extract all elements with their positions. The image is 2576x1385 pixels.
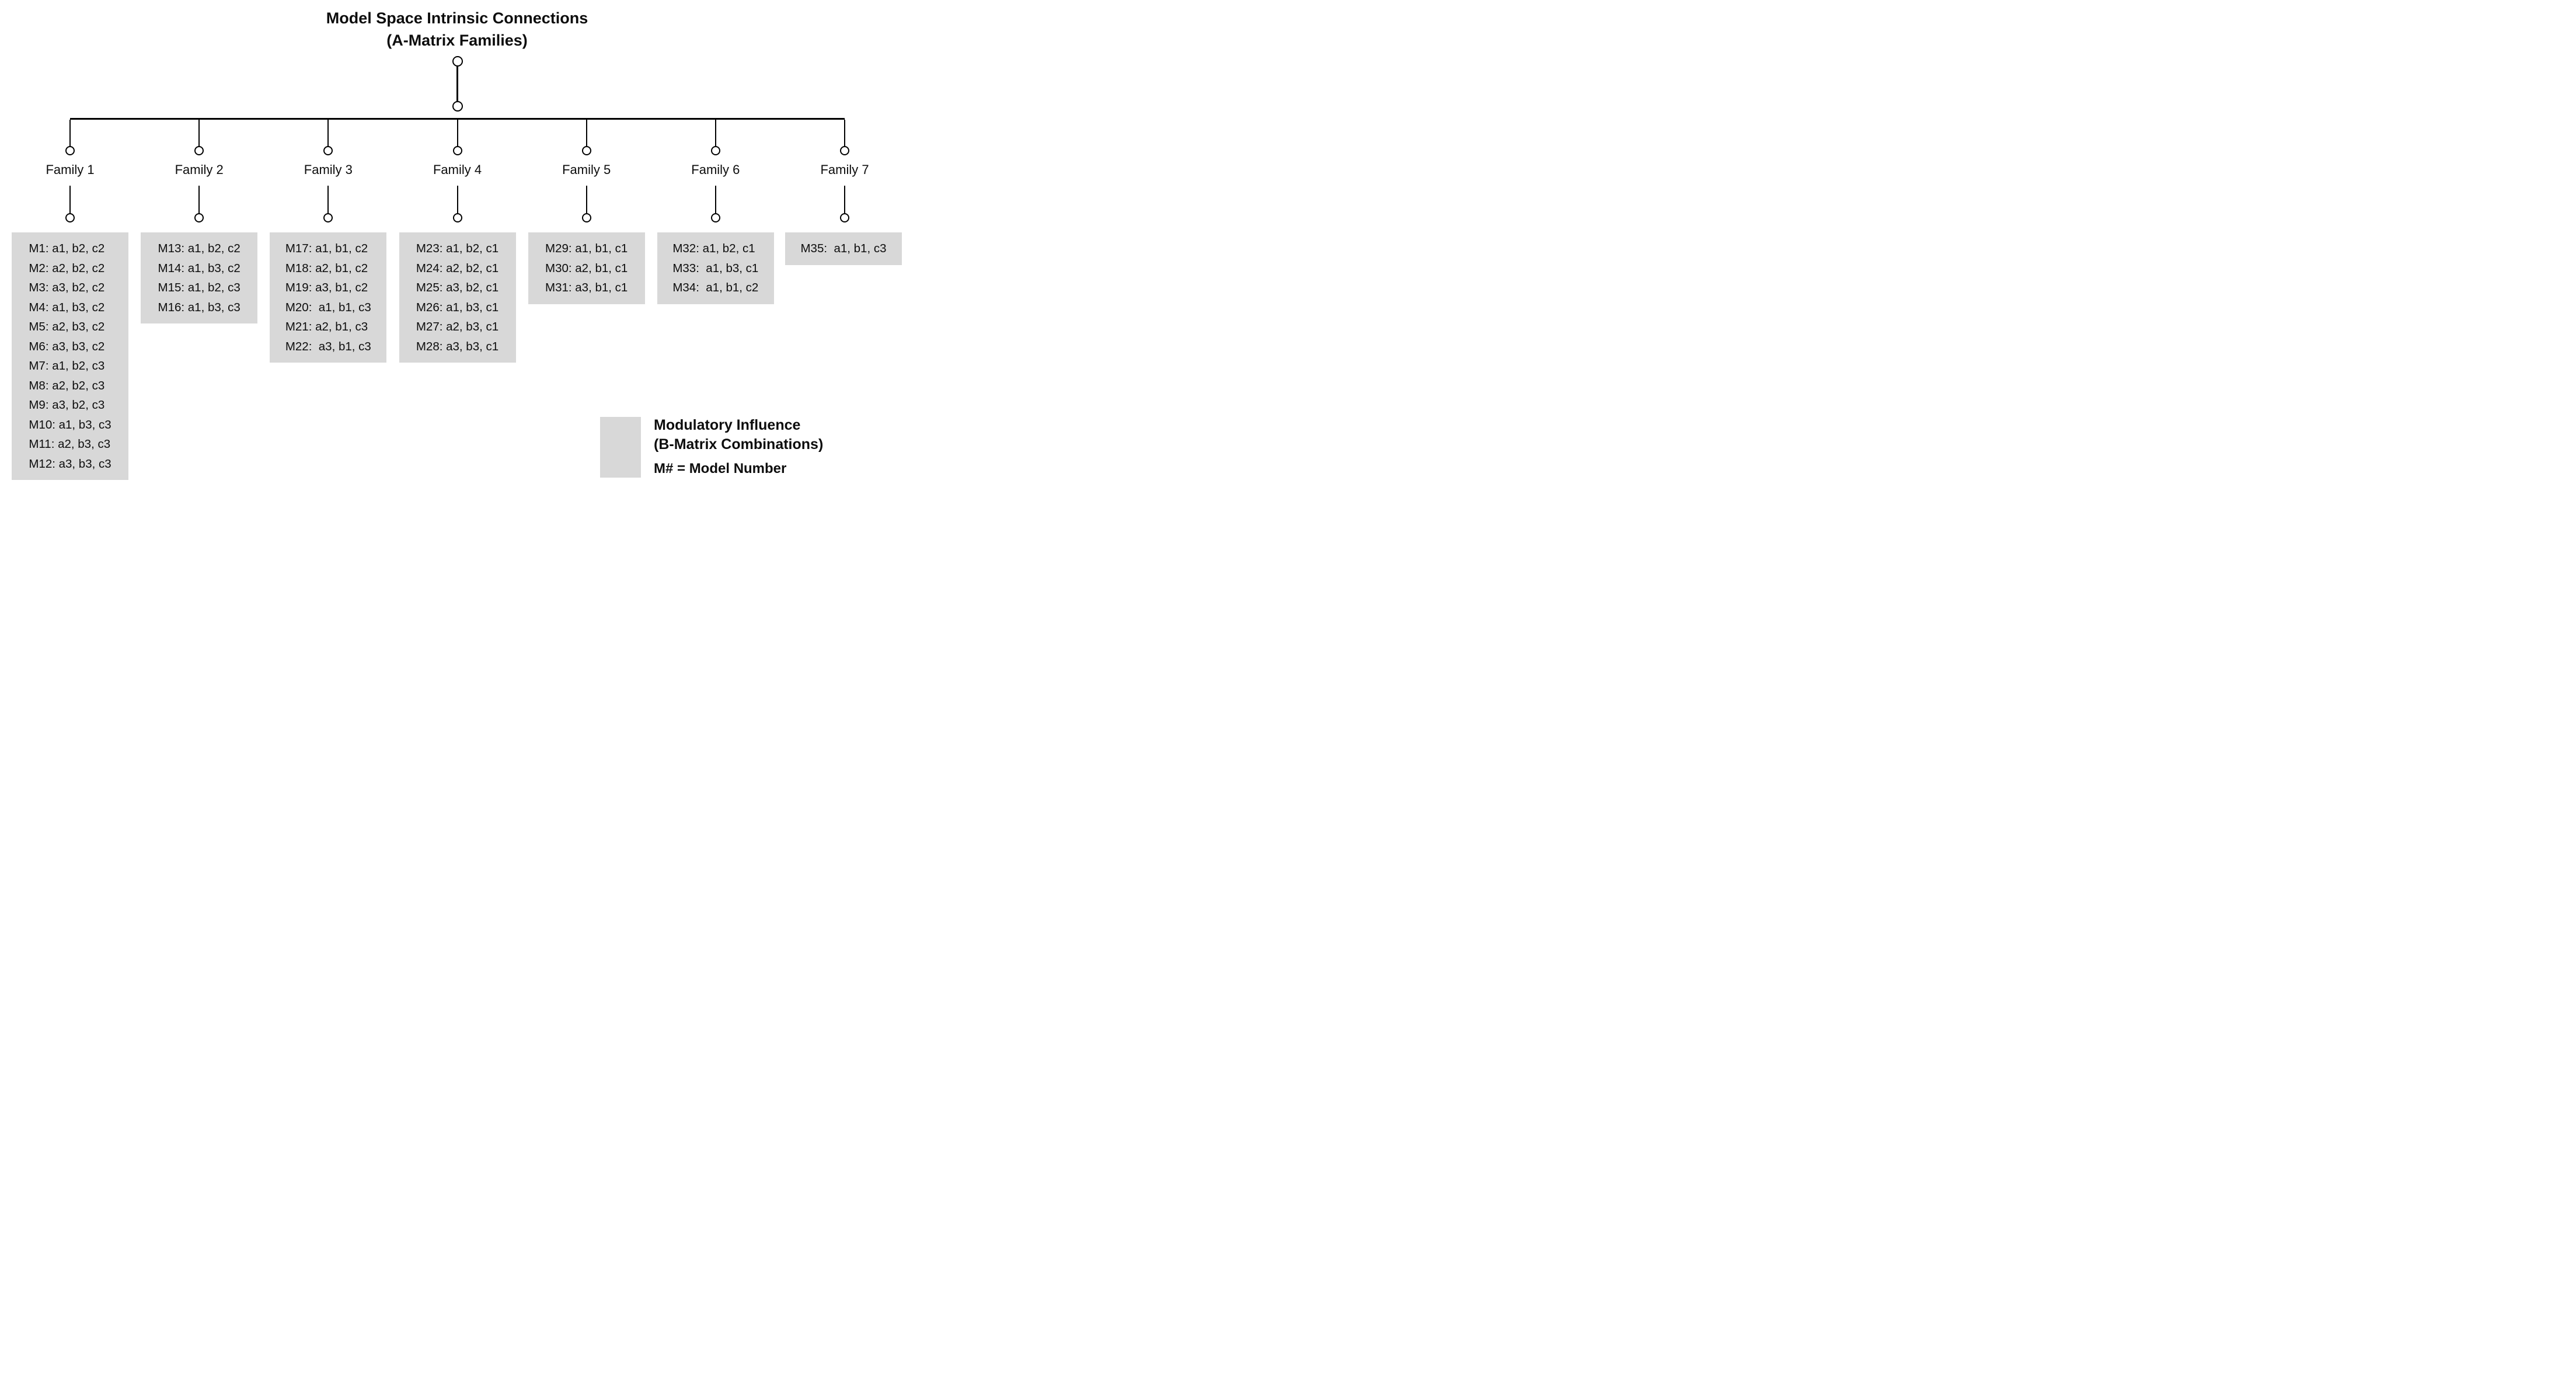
model-item: M1: a1, b2, c2: [29, 242, 105, 255]
model-item: M9: a3, b2, c3: [29, 398, 105, 412]
family-label: Family 7: [820, 162, 869, 177]
family-node-circle-icon: [452, 146, 462, 155]
family-rail-line: [70, 118, 845, 120]
family-model-connector-line: [585, 186, 587, 213]
family-branch-line: [198, 120, 200, 146]
family-branch-line: [69, 120, 71, 146]
model-group-circle-icon: [840, 213, 849, 222]
diagram-title: Model Space Intrinsic Connections (A-Mat…: [326, 7, 588, 51]
model-item: M21: a2, b1, c3: [285, 320, 368, 333]
model-list: M29: a1, b1, c1 M30: a2, b1, c1 M31: a3, b…: [545, 232, 628, 298]
model-item: M4: a1, b3, c2: [29, 300, 105, 314]
model-group-circle-icon: [65, 213, 75, 222]
title-line-1: Model Space Intrinsic Connections: [326, 9, 588, 27]
family-branch-line: [714, 120, 716, 146]
model-item: M32: a1, b2, c1: [672, 242, 755, 255]
family-branch-line: [327, 120, 329, 146]
family-model-connector-line: [844, 186, 845, 213]
model-item: M6: a3, b3, c2: [29, 339, 105, 353]
family-node-circle-icon: [840, 146, 849, 155]
family-label: Family 2: [175, 162, 224, 177]
family-node-circle-icon: [65, 146, 75, 155]
model-list-box: M35: a1, b1, c3: [785, 232, 902, 265]
model-item: M7: a1, b2, c3: [29, 359, 105, 373]
model-item: M20: a1, b1, c3: [285, 300, 371, 314]
family-node-circle-icon: [323, 146, 333, 155]
model-list: M1: a1, b2, c2 M2: a2, b2, c2 M3: a3, b2, …: [29, 232, 111, 474]
family-label: Family 4: [433, 162, 482, 177]
model-item: M33: a1, b3, c1: [672, 261, 759, 275]
model-group-circle-icon: [194, 213, 204, 222]
family-label: Family 6: [691, 162, 740, 177]
model-item: M18: a2, b1, c2: [285, 261, 368, 275]
legend-line-3: M# = Model Number: [654, 461, 787, 476]
model-list: M13: a1, b2, c2 M14: a1, b3, c2 M15: a1, b…: [158, 232, 240, 317]
root-node-circle-icon: [452, 56, 463, 67]
model-item: M16: a1, b3, c3: [158, 300, 240, 314]
model-item: M3: a3, b2, c2: [29, 281, 105, 294]
family-node-circle-icon: [194, 146, 204, 155]
model-list-box: M32: a1, b2, c1 M33: a1, b3, c1 M34: a1, b…: [657, 232, 774, 304]
model-item: M22: a3, b1, c3: [285, 339, 371, 353]
title-line-2: (A-Matrix Families): [386, 32, 528, 49]
family-model-connector-line: [69, 186, 71, 213]
legend-swatch: [600, 417, 641, 478]
family-branch-line: [585, 120, 587, 146]
legend-line-2: (B-Matrix Combinations): [654, 436, 824, 453]
family-model-connector-line: [327, 186, 329, 213]
model-item: M17: a1, b1, c2: [285, 242, 368, 255]
model-group-circle-icon: [323, 213, 333, 222]
model-list: M32: a1, b2, c1 M33: a1, b3, c1 M34: a1, b…: [672, 232, 758, 298]
family-model-connector-line: [198, 186, 200, 213]
model-item: M26: a1, b3, c1: [416, 300, 499, 314]
root-connector-line: [456, 66, 458, 102]
model-item: M31: a3, b1, c1: [545, 281, 628, 294]
family-label: Family 1: [46, 162, 95, 177]
model-list-box: M17: a1, b1, c2 M18: a2, b1, c2 M19: a3, b…: [270, 232, 387, 363]
model-item: M23: a1, b2, c1: [416, 242, 499, 255]
model-item: M28: a3, b3, c1: [416, 339, 499, 353]
model-list: M17: a1, b1, c2 M18: a2, b1, c2 M19: a3, b…: [285, 232, 371, 356]
family-label: Family 3: [304, 162, 353, 177]
model-item: M29: a1, b1, c1: [545, 242, 628, 255]
family-model-connector-line: [456, 186, 458, 213]
model-group-circle-icon: [710, 213, 720, 222]
model-item: M15: a1, b2, c3: [158, 281, 240, 294]
model-item: M19: a3, b1, c2: [285, 281, 368, 294]
root-branch-circle-icon: [452, 101, 463, 112]
model-item: M24: a2, b2, c1: [416, 261, 499, 275]
diagram-canvas: Model Space Intrinsic Connections (A-Mat…: [0, 0, 902, 485]
model-item: M12: a3, b3, c3: [29, 457, 111, 471]
model-group-circle-icon: [581, 213, 591, 222]
family-node-circle-icon: [710, 146, 720, 155]
model-list-box: M13: a1, b2, c2 M14: a1, b3, c2 M15: a1, b…: [141, 232, 258, 323]
model-item: M27: a2, b3, c1: [416, 320, 499, 333]
model-item: M35: a1, b1, c3: [800, 242, 887, 255]
model-item: M13: a1, b2, c2: [158, 242, 240, 255]
family-model-connector-line: [714, 186, 716, 213]
model-item: M34: a1, b1, c2: [672, 281, 759, 294]
model-item: M5: a2, b3, c2: [29, 320, 105, 333]
model-list-box: M23: a1, b2, c1 M24: a2, b2, c1 M25: a3, b…: [399, 232, 516, 363]
model-item: M14: a1, b3, c2: [158, 261, 240, 275]
model-item: M11: a2, b3, c3: [29, 437, 111, 451]
family-label: Family 5: [562, 162, 611, 177]
model-list-box: M1: a1, b2, c2 M2: a2, b2, c2 M3: a3, b2, …: [12, 232, 128, 480]
model-item: M8: a2, b2, c3: [29, 378, 105, 392]
legend-line-1: Modulatory Influence: [654, 417, 801, 433]
model-item: M30: a2, b1, c1: [545, 261, 628, 275]
model-item: M2: a2, b2, c2: [29, 261, 105, 275]
legend-text: Modulatory Influence (B-Matrix Combinati…: [654, 416, 823, 478]
model-list: M35: a1, b1, c3: [800, 232, 886, 259]
family-branch-line: [844, 120, 845, 146]
model-group-circle-icon: [452, 213, 462, 222]
model-item: M25: a3, b2, c1: [416, 281, 499, 294]
model-list: M23: a1, b2, c1 M24: a2, b2, c1 M25: a3, b…: [416, 232, 499, 356]
model-item: M10: a1, b3, c3: [29, 417, 111, 431]
model-list-box: M29: a1, b1, c1 M30: a2, b1, c1 M31: a3, b…: [528, 232, 645, 304]
family-branch-line: [456, 120, 458, 146]
family-node-circle-icon: [581, 146, 591, 155]
